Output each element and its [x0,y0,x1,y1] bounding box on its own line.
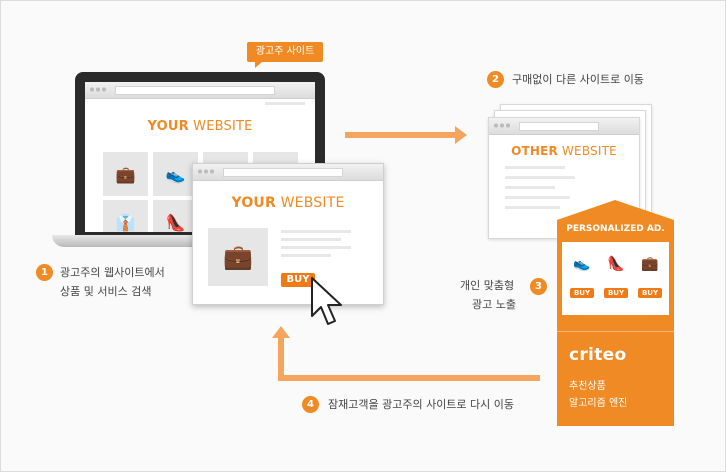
step-3-badge: 3 [530,278,547,295]
personalized-ad-header: PERSONALIZED AD. [566,224,665,234]
mouse-cursor-icon [311,277,342,325]
browser-toolbar [85,82,315,99]
your-website-popup: YOUR WEBSITE 💼 BUY [192,163,384,305]
high-heel-icon: 👠 [607,256,625,272]
step-4-badge: 4 [302,396,319,413]
browser-toolbar [193,164,383,181]
step-2-text: 구매없이 다른 사이트로 이동 [512,73,644,86]
flow-arrow-back [278,375,540,381]
personalized-ad-box: 👟 👠 💼 BUY BUY BUY [562,242,669,315]
high-heel-icon: 👠 [153,200,198,232]
briefcase-icon: 💼 [641,256,659,272]
step-4-text: 잠재고객을 광고주의 사이트로 다시 이동 [328,398,515,411]
criteo-logo: criteo [569,345,627,365]
buy-button[interactable]: BUY [281,273,315,287]
step-1-badge: 1 [36,264,53,281]
sneaker-icon: 👟 [573,256,591,272]
other-website-title: OTHER WEBSITE [511,144,617,158]
flow-arrow-up [278,338,284,381]
advertiser-site-tag: 광고주 사이트 [247,42,323,68]
browser-toolbar [489,118,639,135]
step-1-text-line2: 상품 및 서비스 검색 [60,285,152,298]
briefcase-icon: 💼 [208,228,268,286]
arrow-head-right-icon [455,126,467,144]
criteo-ad-panel: PERSONALIZED AD. 👟 👠 💼 BUY BUY BUY crite… [557,200,674,426]
ad-buy-button[interactable]: BUY [570,288,594,298]
your-website-title: YOUR WEBSITE [147,119,253,134]
step-3-text-line2: 광고 노출 [472,298,516,311]
flow-arrow-right [345,132,457,138]
step-1-text-line1: 광고주의 웹사이트에서 [60,266,165,279]
step-3-text-line1: 개인 맞춤형 [460,279,515,292]
criteo-description: 추천상품 알고리즘 엔진 [569,378,627,412]
tie-icon: 👔 [103,200,148,232]
sneaker-icon: 👟 [153,152,198,196]
ad-buy-button[interactable]: BUY [604,288,628,298]
step-2-badge: 2 [487,71,504,88]
panel-divider [557,331,674,332]
your-website-title: YOUR WEBSITE [231,195,345,211]
briefcase-icon: 💼 [103,152,148,196]
arrow-head-up-icon [272,326,290,338]
ad-buy-button[interactable]: BUY [638,288,662,298]
criteo-desc-line2: 알고리즘 엔진 [569,398,628,409]
criteo-desc-line1: 추천상품 [569,381,606,392]
